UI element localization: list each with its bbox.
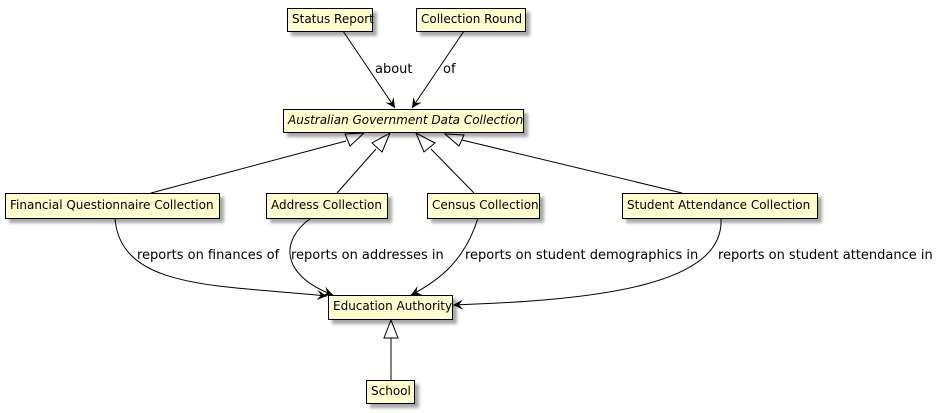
node-collection-round[interactable]: Collection Round	[416, 8, 526, 32]
node-attendance[interactable]: Student Attendance Collection	[622, 193, 818, 219]
edge-addresses	[289, 217, 334, 297]
node-education-authority[interactable]: Education Authority	[328, 295, 453, 320]
gen-address	[336, 148, 377, 194]
edge-finances	[114, 217, 328, 300]
node-agdc[interactable]: Australian Government Data Collection	[283, 109, 524, 133]
node-census[interactable]: Census Collection	[427, 193, 540, 219]
edge-label-attendance: reports on student attendance in	[718, 248, 933, 263]
gen-census	[430, 148, 475, 194]
gen-triangle-census	[414, 131, 436, 153]
edge-round-of	[411, 30, 465, 109]
edge-label-demographics: reports on student demographics in	[465, 248, 699, 263]
edge-demographics	[410, 217, 479, 296]
gen-triangle-school	[383, 318, 399, 339]
gen-attendance	[461, 139, 683, 194]
gen-triangle-attendance	[443, 133, 465, 147]
edge-label-about: about	[375, 62, 413, 77]
gen-financial	[150, 140, 347, 194]
edge-label-finances: reports on finances of	[137, 248, 280, 263]
node-financial[interactable]: Financial Questionnaire Collection	[5, 193, 220, 219]
node-status-report[interactable]: Status Report	[287, 8, 374, 32]
edge-attendance	[452, 217, 722, 310]
node-school[interactable]: School	[366, 380, 415, 404]
edge-label-of: of	[443, 62, 456, 77]
node-address[interactable]: Address Collection	[266, 193, 388, 219]
edge-status-about	[342, 30, 396, 109]
gen-triangle-financial	[344, 132, 366, 147]
edge-label-addresses: reports on addresses in	[291, 248, 444, 263]
gen-triangle-address	[371, 131, 392, 153]
